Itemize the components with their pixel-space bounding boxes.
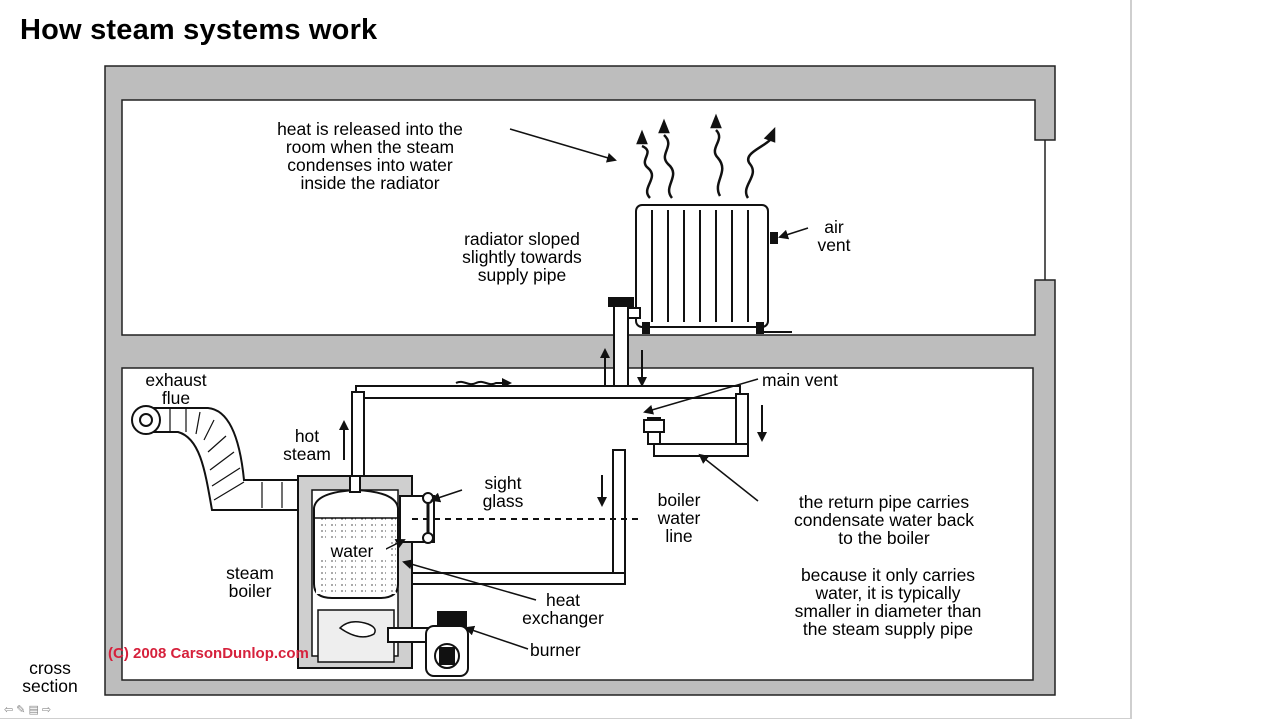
label-air-vent: air vent [817, 217, 851, 255]
main-vent-icon [643, 419, 665, 433]
label-water: water [318, 542, 386, 560]
label-main-vent: main vent [762, 370, 838, 390]
label-heat-released: heat is released into the room when the … [277, 119, 463, 193]
steam-system-diagram [104, 65, 1056, 696]
arrow-left-icon[interactable]: ⇦ [4, 704, 14, 716]
menu-icon[interactable]: ▤ [28, 704, 39, 716]
label-radiator-sloped: radiator sloped slightly towards supply … [462, 229, 582, 285]
air-vent-icon [770, 232, 778, 244]
building-walls [104, 65, 1056, 696]
page-title: How steam systems work [20, 14, 378, 46]
copyright-text: (C) 2008 CarsonDunlop.com [108, 645, 309, 662]
label-boiler-water-line: boiler water line [657, 490, 701, 546]
pen-icon[interactable]: ✎ [16, 704, 26, 716]
label-return-pipe: the return pipe carries condensate water… [794, 492, 974, 548]
arrow-right-icon[interactable]: ⇨ [41, 704, 52, 716]
blank-side-panel [1133, 0, 1280, 720]
exhaust-flue [131, 405, 301, 511]
label-hot-steam: hot steam [283, 426, 331, 464]
steam-boiler [297, 475, 435, 669]
radiator [635, 204, 792, 334]
slide: How steam systems work [0, 0, 1132, 719]
slide-nav-controls: ⇦ ✎ ▤ ⇨ [4, 704, 51, 716]
label-cross-section: cross section [22, 658, 78, 696]
label-sight-glass: sight glass [482, 473, 524, 511]
heat-wave-icons [636, 113, 776, 199]
steam-flow-icon [455, 378, 512, 388]
flame-icon [338, 621, 376, 638]
label-heat-exchanger: heat exchanger [522, 590, 604, 628]
label-burner: burner [530, 640, 581, 660]
burner [387, 611, 469, 677]
label-exhaust-flue: exhaust flue [145, 370, 207, 408]
label-because-note: because it only carries water, it is typ… [794, 565, 982, 639]
label-steam-boiler: steam boiler [226, 563, 274, 601]
supply-pipe [608, 297, 641, 397]
steam-main-pipe [351, 385, 749, 585]
